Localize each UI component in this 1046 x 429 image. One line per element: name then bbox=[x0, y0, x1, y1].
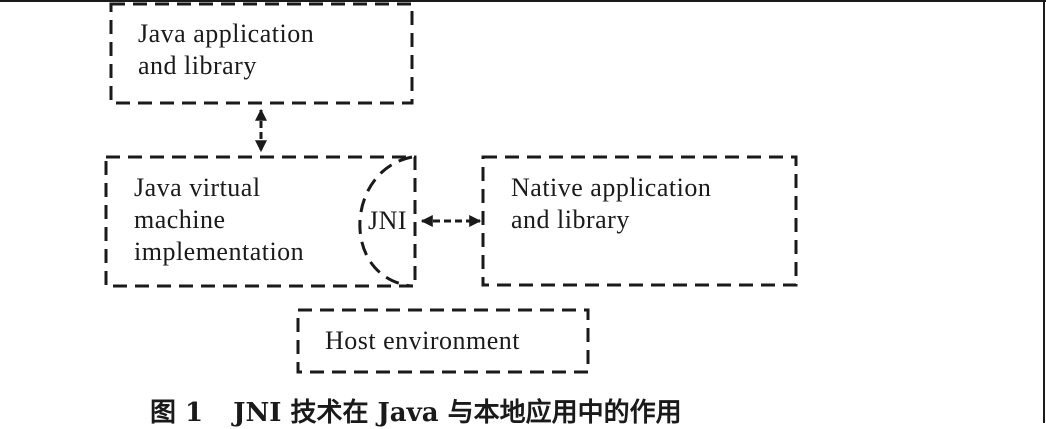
java-app-label: Java application and library bbox=[138, 18, 314, 82]
jvm-box bbox=[104, 155, 417, 288]
jvm-label-line1: Java virtual bbox=[134, 173, 261, 202]
figure-caption: 图 1 JNI 技术在 Java 与本地应用中的作用 bbox=[150, 392, 682, 429]
figure-caption-text: JNI 技术在 Java 与本地应用中的作用 bbox=[233, 398, 682, 428]
native-app-label-line2: and library bbox=[511, 205, 630, 234]
figure-number: 图 1 bbox=[150, 398, 204, 428]
native-app-box bbox=[481, 155, 798, 287]
java-app-label-line1: Java application bbox=[138, 19, 315, 48]
host-env-label: Host environment bbox=[325, 325, 520, 357]
native-app-label-line1: Native application bbox=[511, 173, 712, 202]
host-env-box bbox=[296, 308, 590, 374]
java-app-box bbox=[109, 2, 414, 105]
host-env-label-text: Host environment bbox=[325, 326, 521, 355]
java-app-label-line2: and library bbox=[138, 51, 257, 80]
jni-region bbox=[358, 155, 413, 288]
jvm-label: Java virtual machine implementation bbox=[134, 172, 304, 268]
native-app-label: Native application and library bbox=[511, 172, 711, 236]
jvm-label-line2: machine bbox=[134, 205, 226, 234]
jni-label-text: JNI bbox=[368, 206, 408, 235]
jni-label: JNI bbox=[368, 205, 407, 237]
jvm-label-line3: implementation bbox=[134, 237, 305, 266]
